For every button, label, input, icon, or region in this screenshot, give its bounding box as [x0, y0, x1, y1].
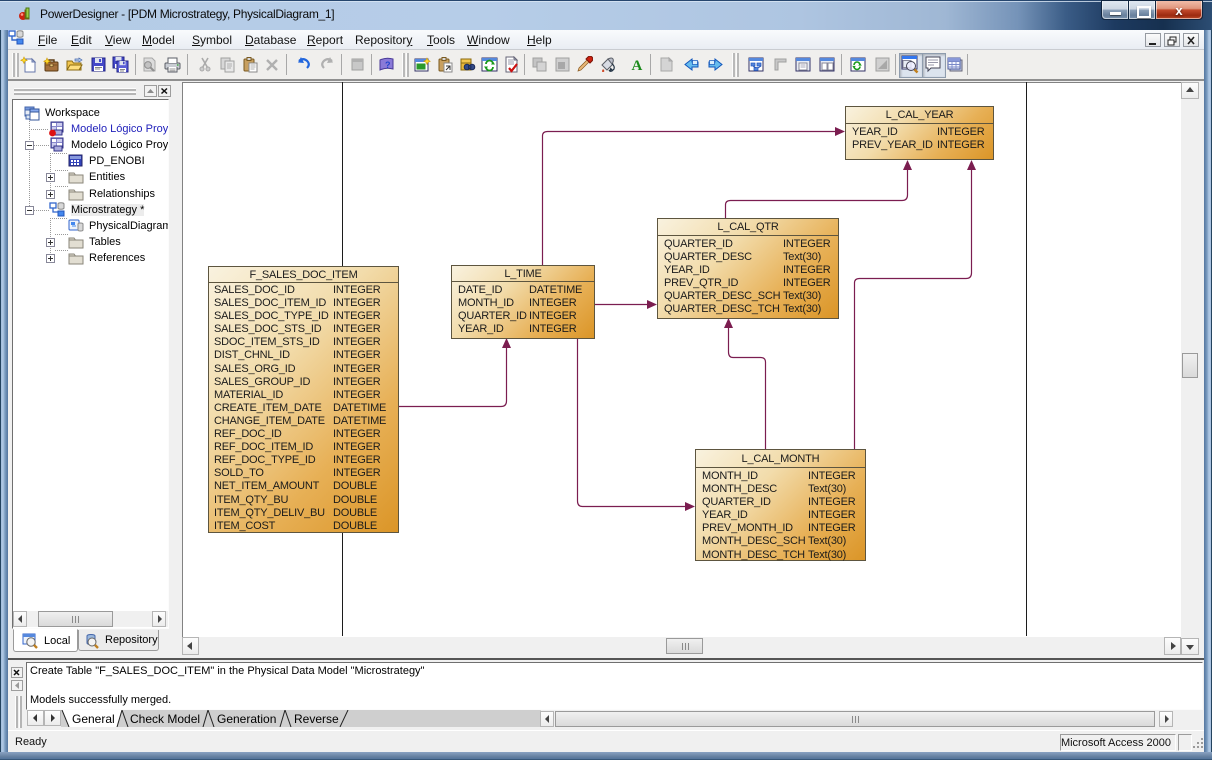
svg-text:A: A [632, 58, 643, 73]
svg-text:Reverse: Reverse [294, 712, 339, 726]
svg-text:?: ? [385, 60, 391, 70]
svg-text:Generation: Generation [217, 712, 276, 726]
svg-text:General: General [72, 712, 115, 726]
svg-text:Check Model: Check Model [130, 712, 200, 726]
